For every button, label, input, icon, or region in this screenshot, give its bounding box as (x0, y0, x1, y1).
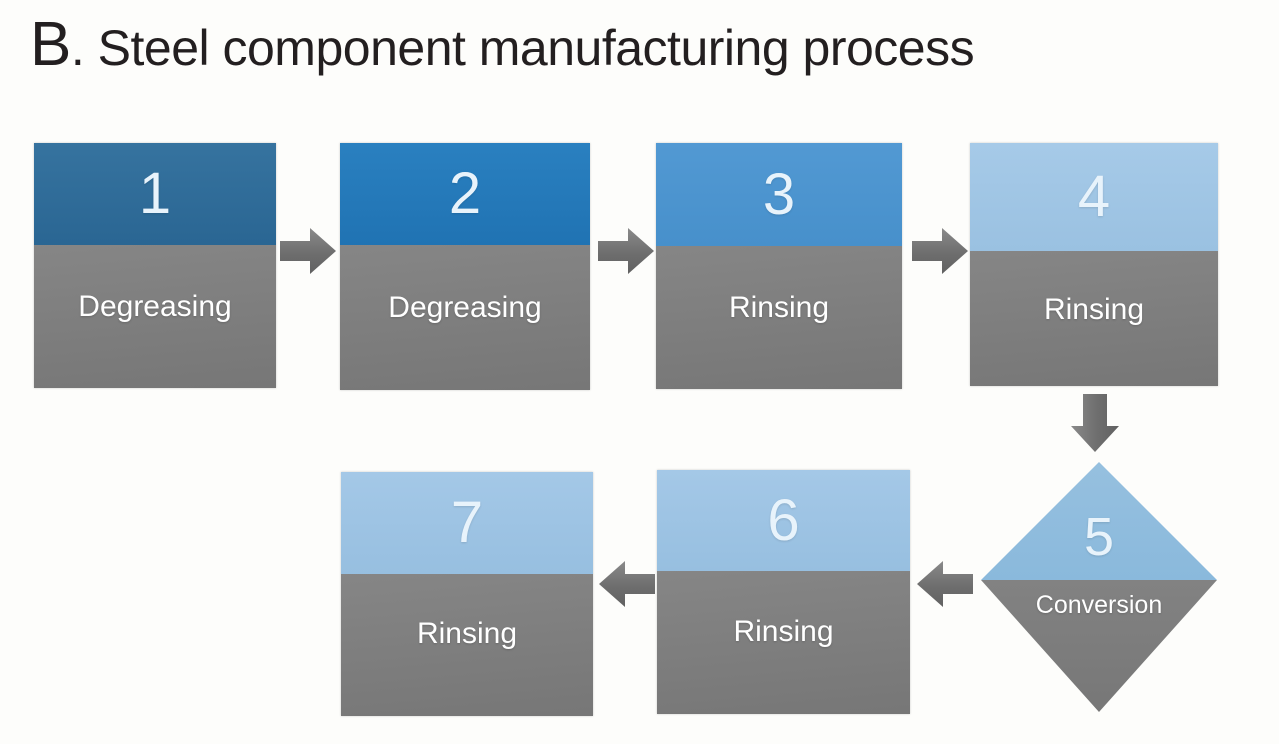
process-step-3-bottom: Rinsing (656, 246, 902, 389)
page-title-letter: B (30, 10, 71, 79)
process-step-1-top: 1 (34, 143, 276, 245)
arrow-step2-to-step3 (598, 228, 654, 274)
process-step-4-number: 4 (1077, 164, 1111, 229)
process-step-7-label: Rinsing (416, 617, 518, 650)
process-step-2-top: 2 (340, 143, 590, 245)
process-step-3-number: 3 (762, 161, 796, 227)
process-step-6[interactable]: 6 Rinsing (657, 470, 910, 714)
process-step-1-label: Degreasing (78, 290, 232, 323)
process-step-4-label: Rinsing (1043, 293, 1145, 326)
process-step-6-bottom: Rinsing (657, 571, 910, 714)
process-step-3-label: Rinsing (728, 291, 830, 324)
arrow-step3-to-step4 (912, 228, 968, 274)
process-step-5-label: Conversion (1035, 591, 1163, 619)
page-title-rest: . Steel component manufacturing process (70, 20, 975, 76)
process-step-6-top: 6 (657, 470, 910, 571)
process-step-7-bottom: Rinsing (341, 574, 593, 716)
process-step-6-number: 6 (767, 487, 800, 553)
process-step-5[interactable]: 5 Conversion (981, 462, 1217, 712)
process-step-1-bottom: Degreasing (34, 245, 276, 388)
process-step-7-number: 7 (450, 490, 484, 555)
process-step-7[interactable]: 7 Rinsing (341, 472, 593, 716)
process-step-4-bottom: Rinsing (970, 251, 1218, 386)
process-step-2-label: Degreasing (388, 291, 542, 324)
process-step-4-top: 4 (970, 143, 1218, 251)
page-title: B. Steel component manufacturing process (30, 14, 975, 79)
arrow-step4-to-step5 (1071, 394, 1119, 452)
process-step-1[interactable]: 1 Degreasing (34, 143, 276, 388)
process-step-6-label: Rinsing (733, 615, 834, 648)
process-step-4[interactable]: 4 Rinsing (970, 143, 1218, 386)
process-step-2-number: 2 (448, 161, 482, 226)
process-step-7-top: 7 (341, 472, 593, 574)
process-step-3-top: 3 (656, 143, 902, 246)
arrow-step1-to-step2 (280, 228, 336, 274)
process-step-2-bottom: Degreasing (340, 245, 590, 390)
process-step-1-number: 1 (138, 161, 172, 226)
process-step-2[interactable]: 2 Degreasing (340, 143, 590, 390)
process-step-5-number: 5 (1083, 507, 1115, 567)
arrow-step5-to-step6 (917, 561, 973, 607)
arrow-step6-to-step7 (599, 561, 655, 607)
process-step-3[interactable]: 3 Rinsing (656, 143, 902, 389)
